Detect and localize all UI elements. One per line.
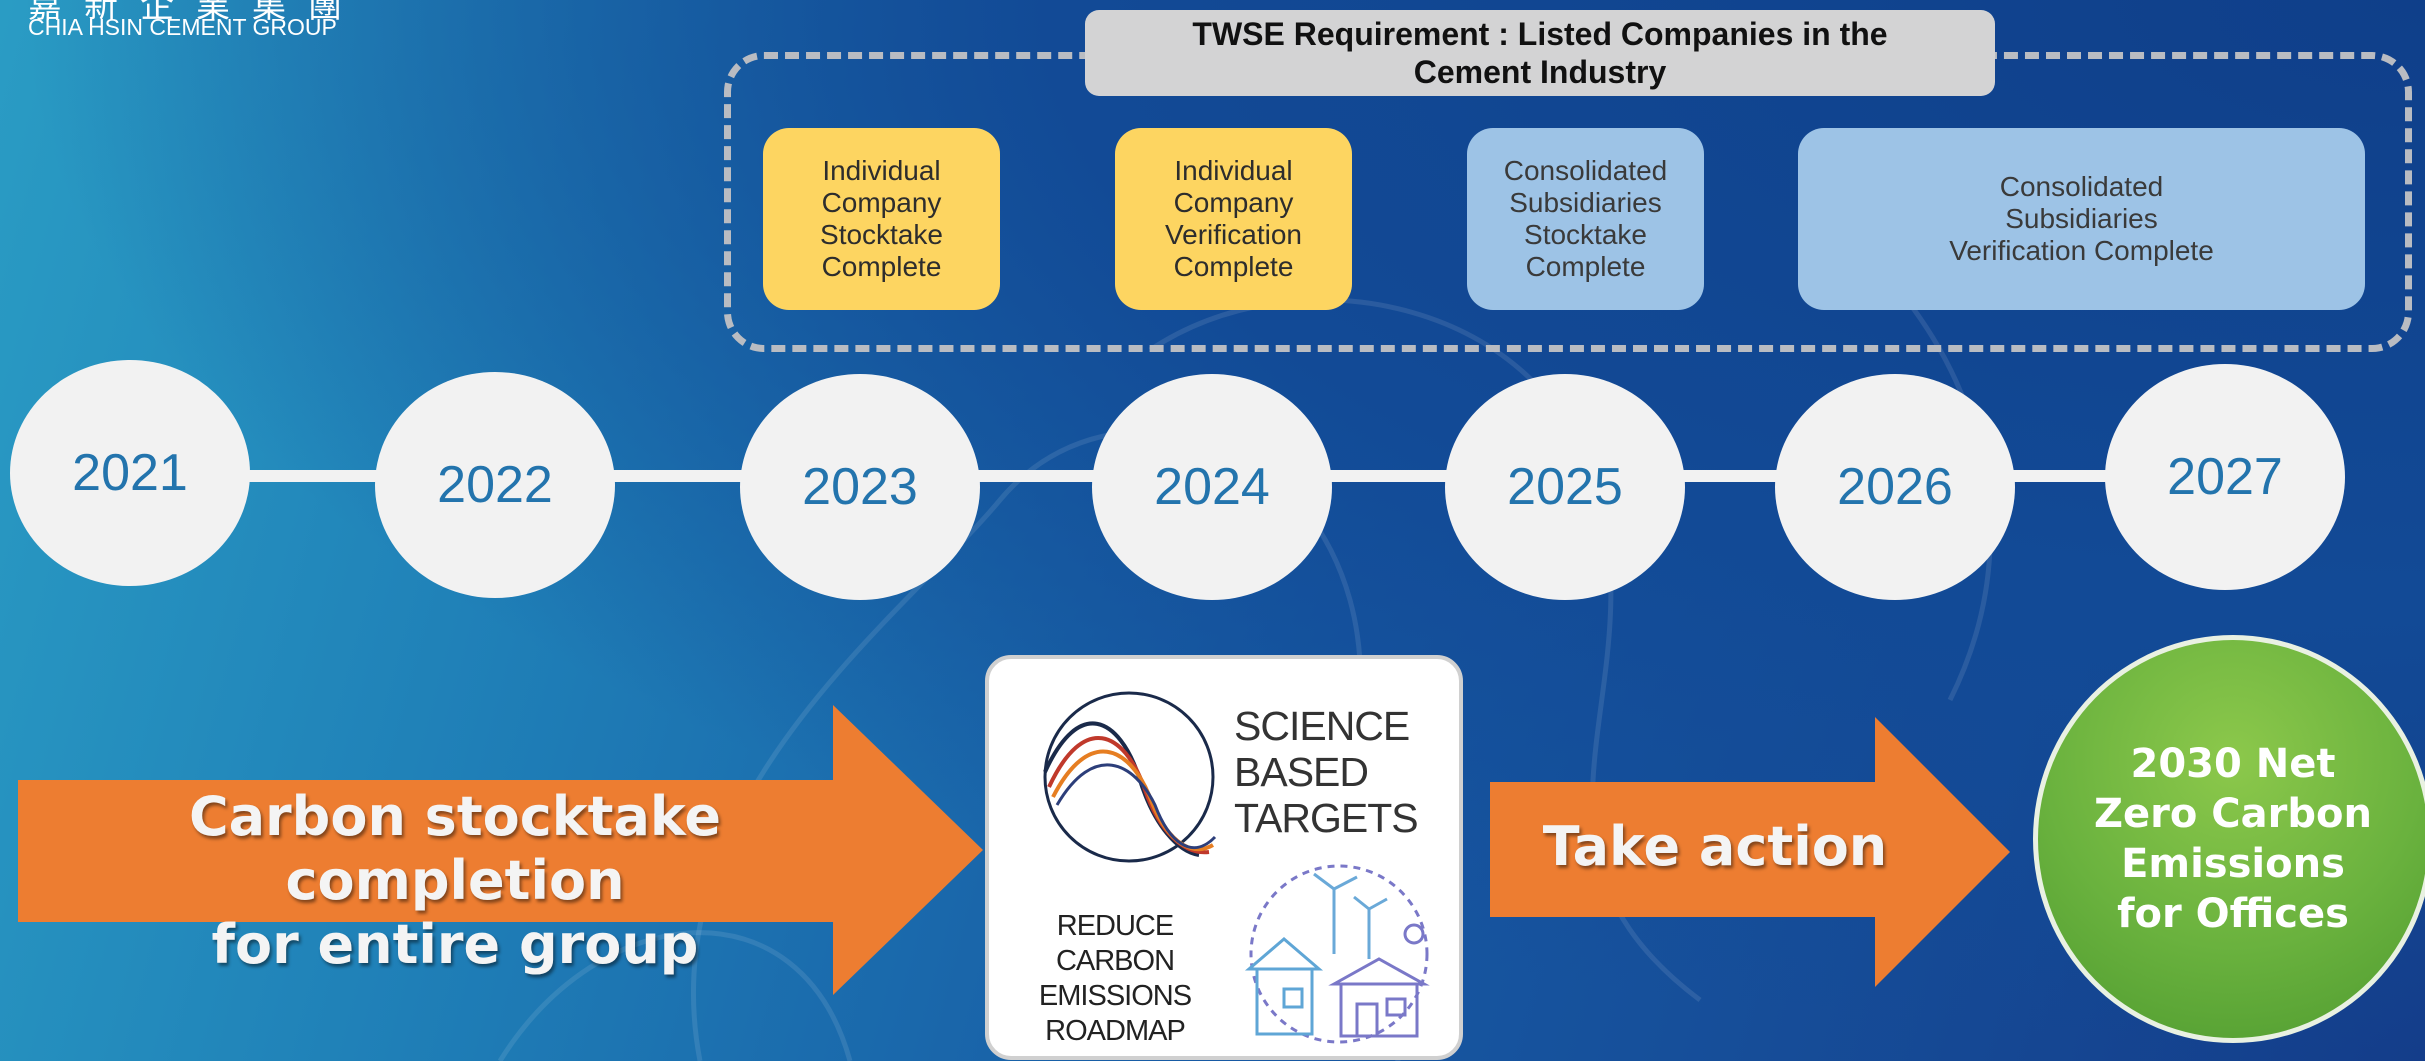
logo-chinese-name: 嘉新企業集團 <box>28 0 364 26</box>
year-2027: 2027 <box>2105 364 2345 590</box>
req-individual-verification: Individual Company Verification Complete <box>1115 128 1352 310</box>
sbt-logo-text: SCIENCE BASED TARGETS <box>1234 703 1419 841</box>
year-2024: 2024 <box>1092 374 1332 600</box>
take-action-label: Take action <box>1542 815 1888 878</box>
year-2023: 2023 <box>740 374 980 600</box>
year-2026: 2026 <box>1775 374 2015 600</box>
requirement-title: TWSE Requirement : Listed Companies in t… <box>1085 10 1995 96</box>
sbt-card: SCIENCE BASED TARGETS REDUCE CARBON EMIS… <box>985 655 1463 1060</box>
sbt-wave-icon <box>1043 691 1217 863</box>
stocktake-arrow <box>18 705 983 995</box>
logo-english-name: CHIA HSIN CEMENT GROUP <box>28 14 337 40</box>
stocktake-label: Carbon stocktake completion for entire g… <box>188 785 721 976</box>
net-zero-goal: 2030 Net Zero Carbon Emissions for Offic… <box>2033 635 2425 1043</box>
year-2022: 2022 <box>375 372 615 598</box>
green-energy-icon <box>1244 864 1430 1044</box>
roadmap-text: REDUCE CARBON EMISSIONS ROADMAP <box>1038 910 1192 1047</box>
year-2021: 2021 <box>10 360 250 586</box>
take-action-arrow <box>1490 717 2010 987</box>
year-2025: 2025 <box>1445 374 1685 600</box>
req-individual-stocktake: Individual Company Stocktake Complete <box>763 128 1000 310</box>
req-consolidated-stocktake: Consolidated Subsidiaries Stocktake Comp… <box>1467 128 1704 310</box>
req-consolidated-verification: Consolidated Subsidiaries Verification C… <box>1798 128 2365 310</box>
